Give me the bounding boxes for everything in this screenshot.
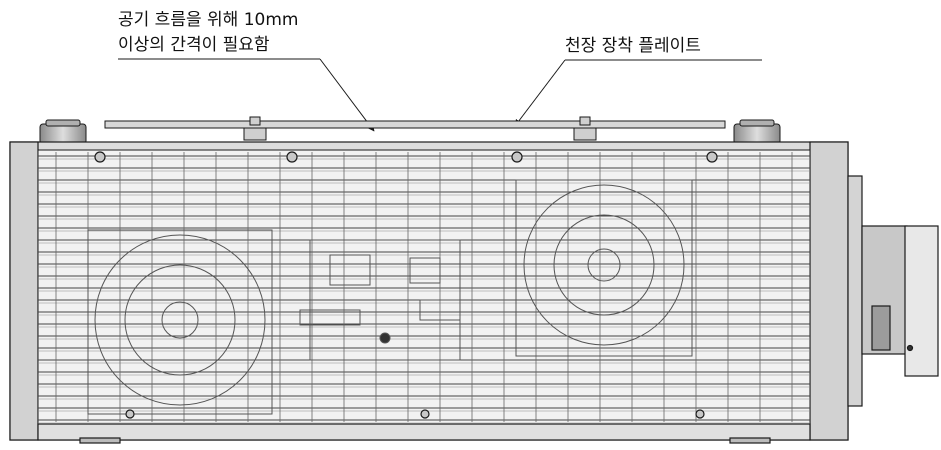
- leader-lines: [118, 58, 762, 132]
- lens-gear: [871, 305, 891, 351]
- lens-mount-upper: [847, 175, 863, 407]
- screw-6: [420, 409, 430, 419]
- lens-barrel: [904, 225, 939, 377]
- screw-3: [511, 151, 523, 163]
- bracket-right: [573, 116, 597, 141]
- screw-1: [94, 151, 106, 163]
- airflow-leader: [319, 58, 375, 132]
- ceiling-mount-plate-label: 천장 장착 플레이트: [565, 36, 701, 56]
- right-end-cap: [809, 141, 849, 441]
- internal-fans: [87, 179, 693, 415]
- internal-components: [299, 239, 461, 361]
- bottom-base: [37, 423, 811, 441]
- knob-left: [39, 123, 87, 145]
- knob-right: [733, 123, 781, 145]
- fan-left: [87, 229, 273, 415]
- adjustment-knobs: [39, 119, 781, 145]
- left-end-cap: [9, 141, 39, 441]
- ceiling-mount-plate: [104, 120, 726, 129]
- screw-5: [125, 409, 135, 419]
- mount-brackets: [243, 116, 597, 141]
- airflow-clearance-label-line2: 이상의 간격이 필요함: [118, 35, 270, 55]
- ventilation-grille: [37, 149, 811, 425]
- lens-assembly: [847, 175, 939, 407]
- airflow-clearance-label-line1: 공기 흐름을 위해 10mm: [118, 10, 299, 30]
- grille-slats: [38, 155, 810, 424]
- screw-7: [695, 409, 705, 419]
- plate-leader: [514, 59, 566, 127]
- bracket-left: [243, 116, 267, 141]
- fan-right: [515, 179, 693, 357]
- screw-4: [706, 151, 718, 163]
- screws: [94, 151, 718, 419]
- lens-screw: [906, 344, 914, 352]
- screw-2: [286, 151, 298, 163]
- grille-vertical-ribs: [55, 152, 793, 422]
